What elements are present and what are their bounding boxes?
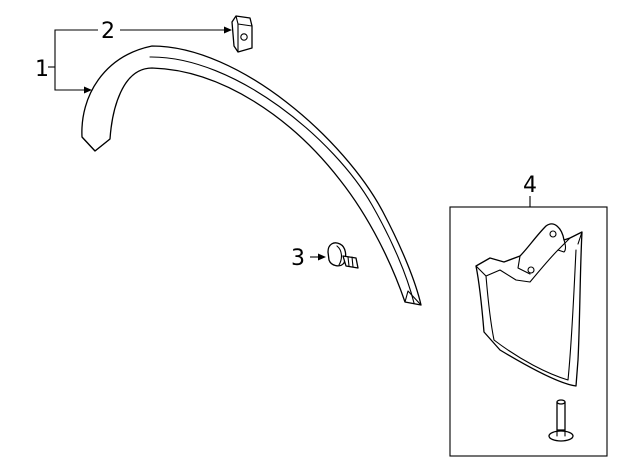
- callout-3: 3: [291, 246, 305, 271]
- callout-4: 4: [523, 173, 537, 198]
- callout-1-bracket: [54, 29, 98, 91]
- callout-2: 2: [101, 19, 115, 44]
- wheel-opening-molding: [81, 45, 422, 306]
- molding-body: [81, 45, 422, 306]
- retainer-clip: [231, 15, 253, 53]
- molding-lower-end: [404, 290, 422, 306]
- push-pin: [548, 399, 574, 442]
- mud-guard-hole-lower: [527, 266, 535, 274]
- callout-1: 1: [35, 57, 49, 82]
- screw: [327, 242, 359, 269]
- molding-end-face: [81, 136, 111, 152]
- molding-inner-edge: [149, 56, 415, 304]
- part-4-box: [449, 206, 608, 457]
- clip-hole: [240, 33, 248, 41]
- mud-guard-hole-upper: [549, 230, 557, 238]
- mud-guard: [475, 223, 583, 387]
